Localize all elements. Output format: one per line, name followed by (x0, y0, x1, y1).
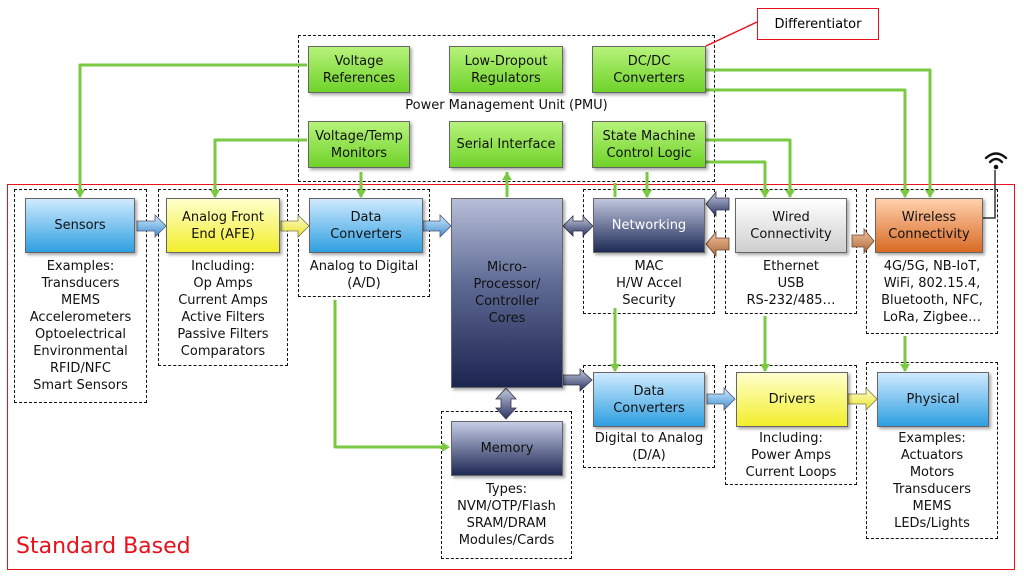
adc-group (298, 189, 430, 297)
ldo-regulators-block: Low-Dropout Regulators (449, 46, 563, 93)
networking-features: MAC H/W Accel Security (616, 259, 682, 308)
dac-block: Data Converters (593, 372, 705, 427)
voltage-references-block: Voltage References (308, 46, 410, 93)
state-machine-block: State Machine Control Logic (592, 121, 706, 168)
wireless-protocols: 4G/5G, NB-IoT, WiFi, 802.15.4, Bluetooth… (881, 259, 983, 325)
afe-block: Analog Front End (AFE) (166, 198, 280, 253)
wireless-connectivity-block: Wireless Connectivity (875, 198, 983, 253)
memory-block: Memory (451, 421, 563, 476)
dac-group (583, 365, 715, 468)
drivers-group (725, 365, 857, 485)
voltage-temp-monitors-block: Voltage/Temp Monitors (308, 121, 410, 168)
differentiator-callout: Differentiator (757, 8, 879, 40)
drivers-components: Including: Power Amps Current Loops (745, 431, 837, 480)
wireless-group (866, 189, 998, 334)
adc-block: Data Converters (309, 198, 423, 253)
physical-group (866, 362, 998, 539)
physical-examples: Examples: Actuators Motors Transducers M… (892, 431, 972, 531)
drivers-block: Drivers (736, 372, 848, 427)
memory-types: Types: NVM/OTP/Flash SRAM/DRAM Modules/C… (457, 482, 556, 548)
wired-protocols: Ethernet USB RS-232/485… (746, 259, 836, 308)
sensors-examples: Examples: Transducers MEMS Accelerometer… (29, 259, 132, 393)
standard-based-label: Standard Based (16, 534, 191, 559)
afe-group (158, 189, 288, 366)
adc-description: Analog to Digital (A/D) (309, 259, 419, 291)
networking-block: Networking (593, 198, 705, 253)
standard-based-region (7, 184, 1015, 570)
pmu-label: Power Management Unit (PMU) (405, 98, 608, 113)
afe-components: Including: Op Amps Current Amps Active F… (177, 259, 269, 359)
dac-description: Digital to Analog (D/A) (594, 431, 704, 463)
serial-interface-block: Serial Interface (449, 121, 563, 168)
physical-block: Physical (877, 372, 989, 427)
wired-connectivity-block: Wired Connectivity (735, 198, 847, 253)
processor-block: Micro- Processor/ Controller Cores (451, 198, 563, 388)
wifi-icon (984, 152, 1008, 170)
sensors-block: Sensors (25, 198, 135, 253)
dcdc-converters-block: DC/DC Converters (592, 46, 706, 93)
